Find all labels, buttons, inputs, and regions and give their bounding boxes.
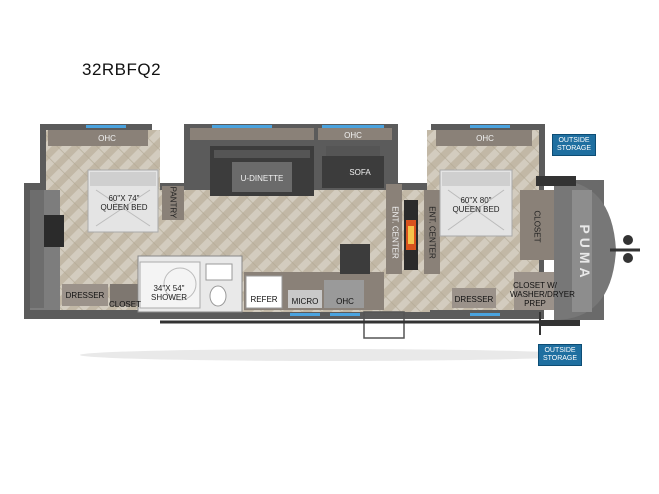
ohc-left-cabinet — [48, 130, 148, 146]
label-sofa: SOFA — [349, 168, 371, 177]
ohc-right-cabinet — [436, 130, 532, 146]
dresser-right — [452, 288, 496, 308]
pantry-left — [162, 186, 184, 220]
dinette-table — [232, 162, 292, 192]
ent-center-left — [386, 184, 402, 274]
trailer-shadow — [80, 349, 580, 361]
stove — [324, 280, 364, 308]
closet-left — [110, 284, 140, 306]
label-dresser-left: DRESSER — [65, 291, 105, 300]
label-u-dinette: U-DINETTE — [240, 174, 284, 183]
outside-storage-bottom: OUTSIDE STORAGE — [538, 344, 582, 366]
label-refer: REFER — [250, 295, 278, 304]
label-queen-bed-left: 60"X 74" QUEEN BED — [100, 194, 148, 212]
brand-logo: PUMA — [577, 224, 593, 282]
label-ent-center-right: ENT. CENTER — [427, 206, 437, 259]
shower — [139, 261, 201, 309]
dresser-left — [62, 284, 108, 306]
label-ohc-kitchen: OHC — [336, 297, 354, 306]
micro — [288, 290, 322, 308]
outside-storage-top: OUTSIDE STORAGE — [552, 134, 596, 156]
ohc-living — [190, 128, 314, 140]
label-micro: MICRO — [291, 297, 319, 306]
label-queen-bed-right: 60"X 80" QUEEN BED — [452, 196, 500, 214]
label-pantry: PANTRY — [168, 186, 178, 219]
label-closet-left: CLOSET — [108, 300, 141, 309]
label-ohc-left: OHC — [98, 134, 116, 143]
label-ohc-right: OHC — [476, 134, 494, 143]
label-closet-washer: CLOSET W/ WASHER/DRYER PREP — [510, 281, 575, 308]
sink — [205, 263, 233, 281]
entry-step — [363, 311, 405, 339]
label-shower: 34"X 54" SHOWER — [151, 284, 187, 302]
label-ohc-middle: OHC — [344, 131, 362, 140]
ent-center-right — [424, 190, 440, 274]
rear-wardrobe — [30, 190, 44, 308]
label-ent-center-left: ENT. CENTER — [390, 206, 400, 259]
toilet — [209, 285, 227, 307]
ohc-sofa — [318, 128, 392, 140]
model-name: 32RBFQ2 — [82, 60, 162, 79]
tv-left — [44, 215, 64, 247]
label-closet-right: CLOSET — [532, 210, 542, 243]
recliner — [340, 244, 370, 274]
refer — [245, 275, 283, 309]
label-dresser-right: DRESSER — [454, 295, 494, 304]
closet-washer — [514, 272, 556, 310]
closet-right — [520, 190, 554, 260]
sofa — [322, 156, 384, 188]
